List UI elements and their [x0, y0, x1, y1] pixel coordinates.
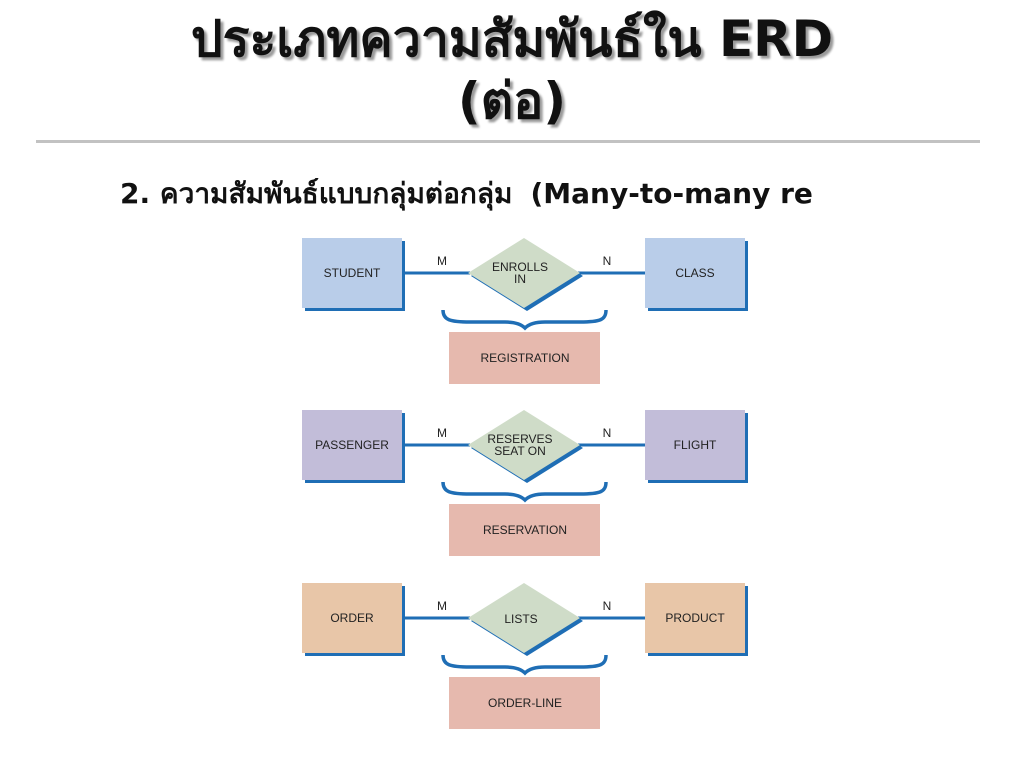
erd-1-entity-right-label: CLASS	[675, 266, 714, 280]
erd-2-associative-entity	[449, 504, 600, 556]
erd-2-cardinality-right: N	[603, 426, 612, 440]
erd-1-relationship-label-1: ENROLLS	[492, 260, 548, 274]
erd-1-brace	[441, 309, 608, 331]
erd-2-entity-left	[302, 410, 402, 480]
erd-3-relationship-label: LISTS	[504, 612, 537, 626]
erd-2-entity-right	[645, 410, 745, 480]
erd-1-relationship-label-2: IN	[514, 272, 526, 286]
erd-2-entity-left-label: PASSENGER	[315, 438, 389, 452]
erd-3-cardinality-left: M	[437, 599, 447, 613]
slide-title: ประเภทความสัมพันธ์ใน ERD (ต่อ)	[0, 8, 1024, 132]
erd-3-associative-entity-label: ORDER-LINE	[488, 696, 562, 710]
erd-2-relationship	[468, 410, 580, 480]
erd-3-entity-left-label: ORDER	[330, 611, 374, 625]
slide-title-line1: ประเภทความสัมพันธ์ใน ERD	[190, 10, 834, 68]
erd-3-entity-right	[645, 583, 745, 653]
title-divider	[36, 140, 980, 143]
erd-2-entity-right-label: FLIGHT	[674, 438, 717, 452]
subtitle-english: (Many-to-many re	[530, 177, 813, 210]
erd-1-entity-left	[302, 238, 402, 308]
erd-2-relationship-label-1: RESERVES	[487, 432, 552, 446]
erd-1-entity-left-label: STUDENT	[324, 266, 381, 280]
erd-1-cardinality-right: N	[603, 254, 612, 268]
erd-1-associative-entity-label: REGISTRATION	[480, 351, 569, 365]
erd-2-associative-entity-label: RESERVATION	[483, 523, 567, 537]
subtitle-thai: 2. ความสัมพันธ์แบบกลุ่มต่อกลุ่ม	[120, 177, 513, 210]
erd-3-associative-entity	[449, 677, 600, 729]
erd-3-entity-right-label: PRODUCT	[665, 611, 725, 625]
erd-1-associative-entity	[449, 332, 600, 384]
erd-1-entity-right	[645, 238, 745, 308]
erd-1-relationship	[468, 238, 580, 308]
erd-3-cardinality-right: N	[603, 599, 612, 613]
slide-title-line2: (ต่อ)	[457, 72, 567, 130]
erd-2-brace	[441, 481, 608, 503]
erd-3-brace	[441, 654, 608, 676]
erd-3-relationship	[468, 583, 580, 653]
erd-3-entity-left	[302, 583, 402, 653]
slide-subtitle: 2. ความสัมพันธ์แบบกลุ่มต่อกลุ่ม (Many-to-…	[120, 172, 813, 216]
erd-2-relationship-label-2: SEAT ON	[494, 444, 546, 458]
erd-1-cardinality-left: M	[437, 254, 447, 268]
erd-2-cardinality-left: M	[437, 426, 447, 440]
